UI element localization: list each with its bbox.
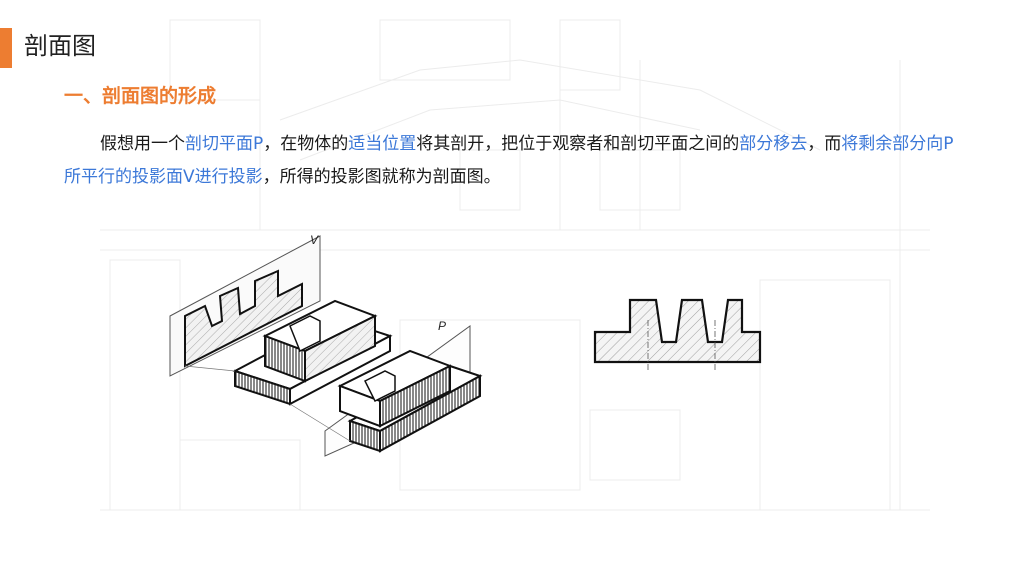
plane-p-label: P — [438, 319, 446, 333]
section-view-drawing — [593, 298, 762, 370]
section-heading: 一、剖面图的形成 — [64, 85, 217, 107]
text-segment: 假想用一个 — [100, 134, 185, 154]
plane-v-label: V — [310, 233, 319, 247]
text-segment: ，而 — [807, 134, 842, 154]
text-segment: 将其剖开，把位于观察者和剖切平面之间的 — [416, 134, 740, 154]
highlight-project-remainder: 将剩余部分向P所平行的投影面V进行投影 — [64, 134, 954, 187]
section-profile — [593, 298, 762, 364]
title-accent-bar — [0, 28, 12, 68]
definition-paragraph: 假想用一个剖切平面P，在物体的适当位置将其剖开，把位于观察者和剖切平面之间的部分… — [64, 128, 964, 194]
slide-title: 剖面图 — [24, 32, 96, 60]
highlight-cutting-plane: 剖切平面P — [185, 134, 264, 154]
text-segment: ，所得的投影图就称为剖面图。 — [262, 167, 501, 187]
section-formation-diagram: V P — [169, 233, 483, 457]
highlight-remove-part: 部分移去 — [739, 134, 808, 154]
projected-section-face — [184, 269, 303, 368]
text-segment: ，在物体的 — [263, 134, 349, 154]
highlight-proper-position: 适当位置 — [348, 134, 417, 154]
